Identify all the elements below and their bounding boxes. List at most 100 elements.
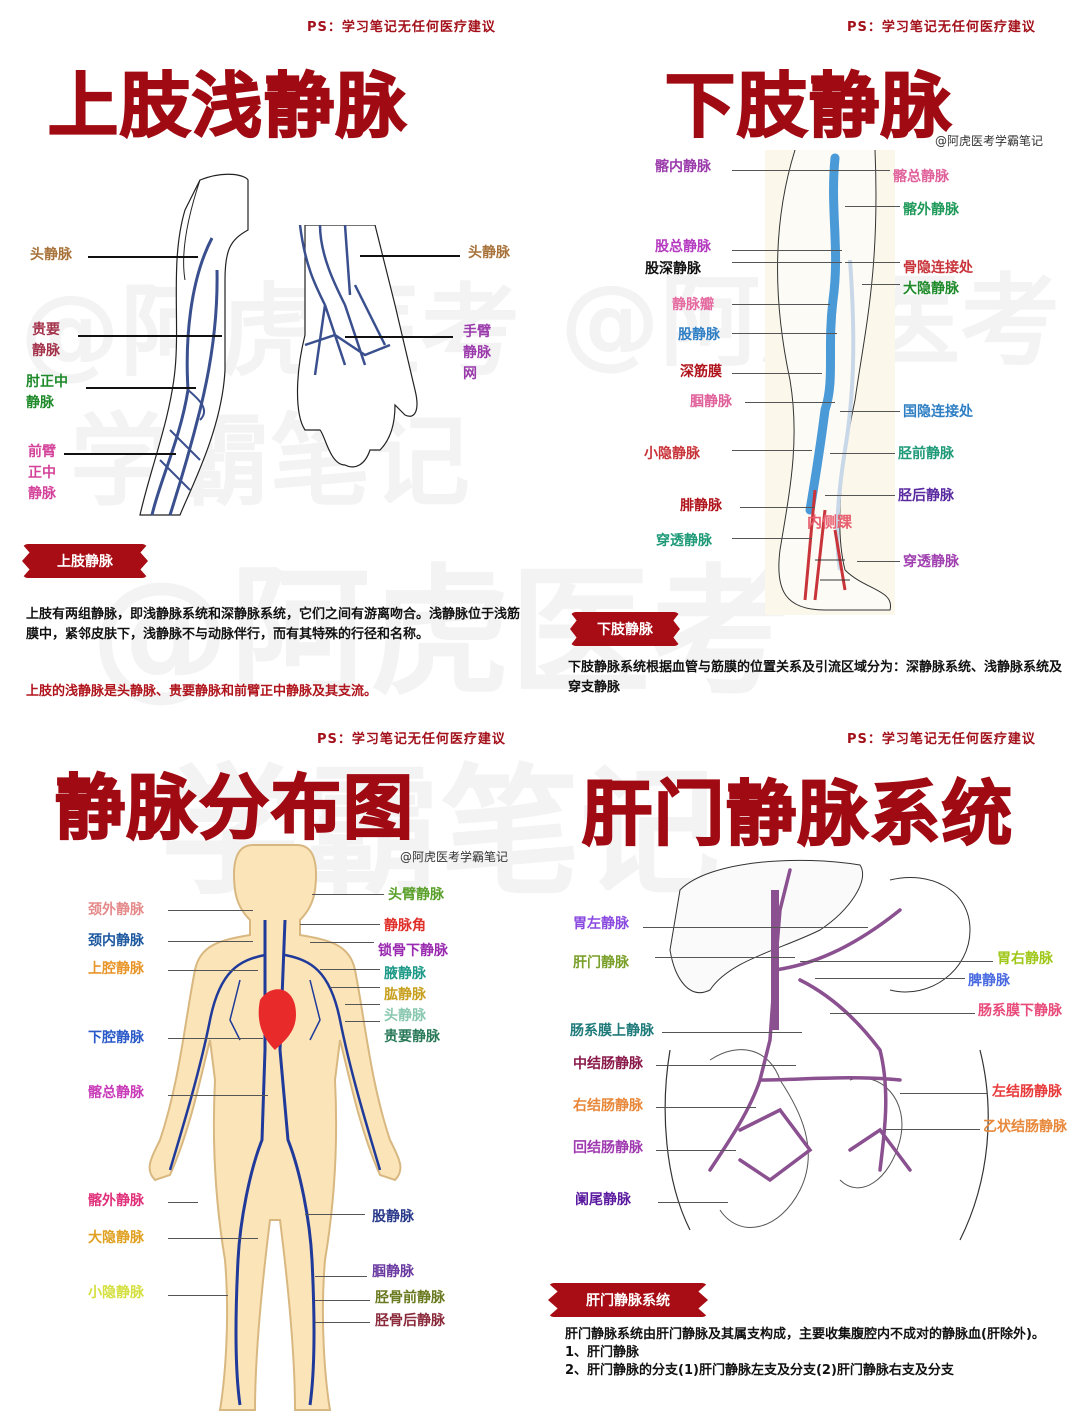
label-common-iliac-vein: 髂总静脉 <box>88 1085 144 1101</box>
label-basilic-vein: 贵要静脉 <box>384 1029 440 1045</box>
label-external-iliac-vein: 髂外静脉 <box>88 1193 144 1209</box>
panel-hepatic-portal: PS：学习笔记无任何医疗建议 肝门静脉系统 胃左静脉 肝门静脉 肠系膜上静脉 中… <box>540 710 1080 1427</box>
leader-line <box>315 1322 370 1323</box>
label-appendicular-vein: 阑尾静脉 <box>575 1192 631 1208</box>
credit: @阿虎医考学霸笔记 <box>400 850 509 864</box>
leader-line <box>168 1238 258 1239</box>
leader-line <box>345 1021 380 1022</box>
leader-line <box>732 262 842 263</box>
leg-illustration <box>765 150 895 615</box>
label-middle-colic-vein: 中结肠静脉 <box>573 1056 643 1072</box>
label-cephalic-vein-hand: 头静脉 <box>468 245 510 261</box>
leader-line <box>315 1300 370 1301</box>
label-deep-femoral-vein: 股深静脉 <box>645 261 701 277</box>
abdomen-illustration <box>664 859 989 1241</box>
hand-illustration <box>296 225 418 468</box>
panel-lower-limb: PS：学习笔记无任何医疗建议 下肢静脉 @阿虎医考学霸笔记 内侧踝 髂内静脉 股… <box>540 0 1080 710</box>
label-peroneal-vein: 腓静脉 <box>680 498 722 514</box>
leader-line <box>168 1038 263 1039</box>
label-hepatic-portal-vein: 肝门静脉 <box>573 955 629 971</box>
leader-line <box>840 411 900 412</box>
label-inferior-vena-cava: 下腔静脉 <box>88 1030 144 1046</box>
label-small-saphenous-vein: 小隐静脉 <box>88 1285 144 1301</box>
label-femoral-vein: 股静脉 <box>678 327 720 343</box>
leader-line <box>656 1107 756 1108</box>
leader-line <box>312 894 384 895</box>
leader-line <box>662 1032 802 1033</box>
label-posterior-tibial-vein: 胫骨后静脉 <box>375 1313 445 1329</box>
page-title: 下肢静脉 <box>664 64 953 148</box>
label-femoral-vein: 股静脉 <box>372 1209 414 1225</box>
section-badge: 肝门静脉系统 <box>548 1283 708 1317</box>
leader-line <box>88 256 198 258</box>
label-external-iliac-vein: 髂外静脉 <box>903 202 959 218</box>
leader-line <box>310 942 374 943</box>
description-paragraph: 上肢有两组静脉，即浅静脉系统和深静脉系统，它们之间有游离吻合。浅静脉位于浅筋膜中… <box>26 607 521 642</box>
page-title: 上肢浅静脉 <box>47 64 408 148</box>
leader-line <box>815 978 965 979</box>
disclaimer: PS：学习笔记无任何医疗建议 <box>317 732 506 747</box>
leader-line <box>360 255 460 257</box>
label-saphenopopliteal-junction: 国隐连接处 <box>903 404 973 420</box>
section-badge: 下肢静脉 <box>570 612 680 646</box>
leader-line <box>800 961 993 962</box>
label-great-saphenous-vein: 大隐静脉 <box>903 281 959 297</box>
disclaimer: PS：学习笔记无任何医疗建议 <box>847 732 1036 747</box>
leader-line <box>862 284 900 285</box>
label-great-saphenous-vein: 大隐静脉 <box>88 1230 144 1246</box>
label-cephalic-vein: 头静脉 <box>384 1008 426 1024</box>
label-superior-mesenteric-vein: 肠系膜上静脉 <box>570 1023 654 1039</box>
leader-line <box>732 450 812 451</box>
leader-line <box>732 250 842 251</box>
label-popliteal-vein: 腘静脉 <box>690 394 732 410</box>
leader-line <box>825 495 895 496</box>
leader-line <box>330 987 380 988</box>
leader-line <box>857 561 900 562</box>
leader-line <box>305 1214 365 1215</box>
leader-line <box>320 969 380 970</box>
label-left-colic-vein: 左结肠静脉 <box>992 1084 1062 1100</box>
arm-illustration <box>139 173 249 516</box>
disclaimer: PS：学习笔记无任何医疗建议 <box>307 20 496 35</box>
leader-line <box>345 1004 380 1005</box>
label-sigmoid-vein: 乙状结肠静脉 <box>983 1119 1067 1135</box>
paragraph-line: 2、肝门静脉的分支(1)肝门静脉左支及分支(2)肝门静脉右支及分支 <box>565 1363 954 1378</box>
page-title: 静脉分布图 <box>54 766 415 850</box>
leader-line <box>168 1202 198 1203</box>
leader-line <box>168 1095 268 1096</box>
credit: @阿虎医考学霸笔记 <box>935 134 1044 148</box>
label-basilic-vein: 贵要 静脉 <box>32 322 60 359</box>
highlight-paragraph: 上肢的浅静脉是头静脉、贵要静脉和前臂正中静脉及其支流。 <box>26 684 378 699</box>
leader-line <box>658 1202 728 1203</box>
label-right-gastric-vein: 胃右静脉 <box>997 951 1053 967</box>
leader-line <box>64 453 176 455</box>
label-anterior-tibial-vein: 胫骨前静脉 <box>375 1290 445 1306</box>
leader-line <box>643 927 868 928</box>
leader-line <box>656 1150 736 1151</box>
label-venous-angle: 静脉角 <box>384 918 426 934</box>
leader-line <box>315 1276 367 1277</box>
leader-line <box>845 262 900 263</box>
label-common-iliac-vein: 髂总静脉 <box>893 169 949 185</box>
label-axillary-vein: 腋静脉 <box>384 966 426 982</box>
label-left-gastric-vein: 胃左静脉 <box>573 916 629 932</box>
label-popliteal-vein: 腘静脉 <box>372 1264 414 1280</box>
label-deep-fascia: 深筋膜 <box>680 364 722 380</box>
leader-line <box>732 333 837 334</box>
leader-line <box>830 1013 975 1014</box>
label-perforating-vein-left: 穿透静脉 <box>656 533 712 549</box>
leader-line <box>740 507 815 508</box>
label-inferior-mesenteric-vein: 肠系膜下静脉 <box>978 1003 1062 1019</box>
label-small-saphenous-vein: 小隐静脉 <box>644 446 700 462</box>
label-posterior-tibial-vein: 胫后静脉 <box>898 488 954 504</box>
leader-line <box>168 1295 228 1296</box>
label-median-antebrachial-vein: 前臂 正中 静脉 <box>28 444 56 502</box>
page-title: 肝门静脉系统 <box>581 772 1014 856</box>
leader-line <box>745 402 835 403</box>
label-external-jugular-vein: 颈外静脉 <box>88 902 144 918</box>
leader-line <box>86 387 196 389</box>
leader-line <box>840 170 890 171</box>
paragraph-line: 肝门静脉系统由肝门静脉及其属支构成，主要收集腹腔内不成对的静脉血(肝除外)。 <box>565 1327 1045 1342</box>
label-perforating-vein-right: 穿透静脉 <box>903 554 959 570</box>
panel-vein-distribution: PS：学习笔记无任何医疗建议 静脉分布图 @阿虎医考学霸笔记 颈外静脉 颈内静脉… <box>0 710 540 1427</box>
